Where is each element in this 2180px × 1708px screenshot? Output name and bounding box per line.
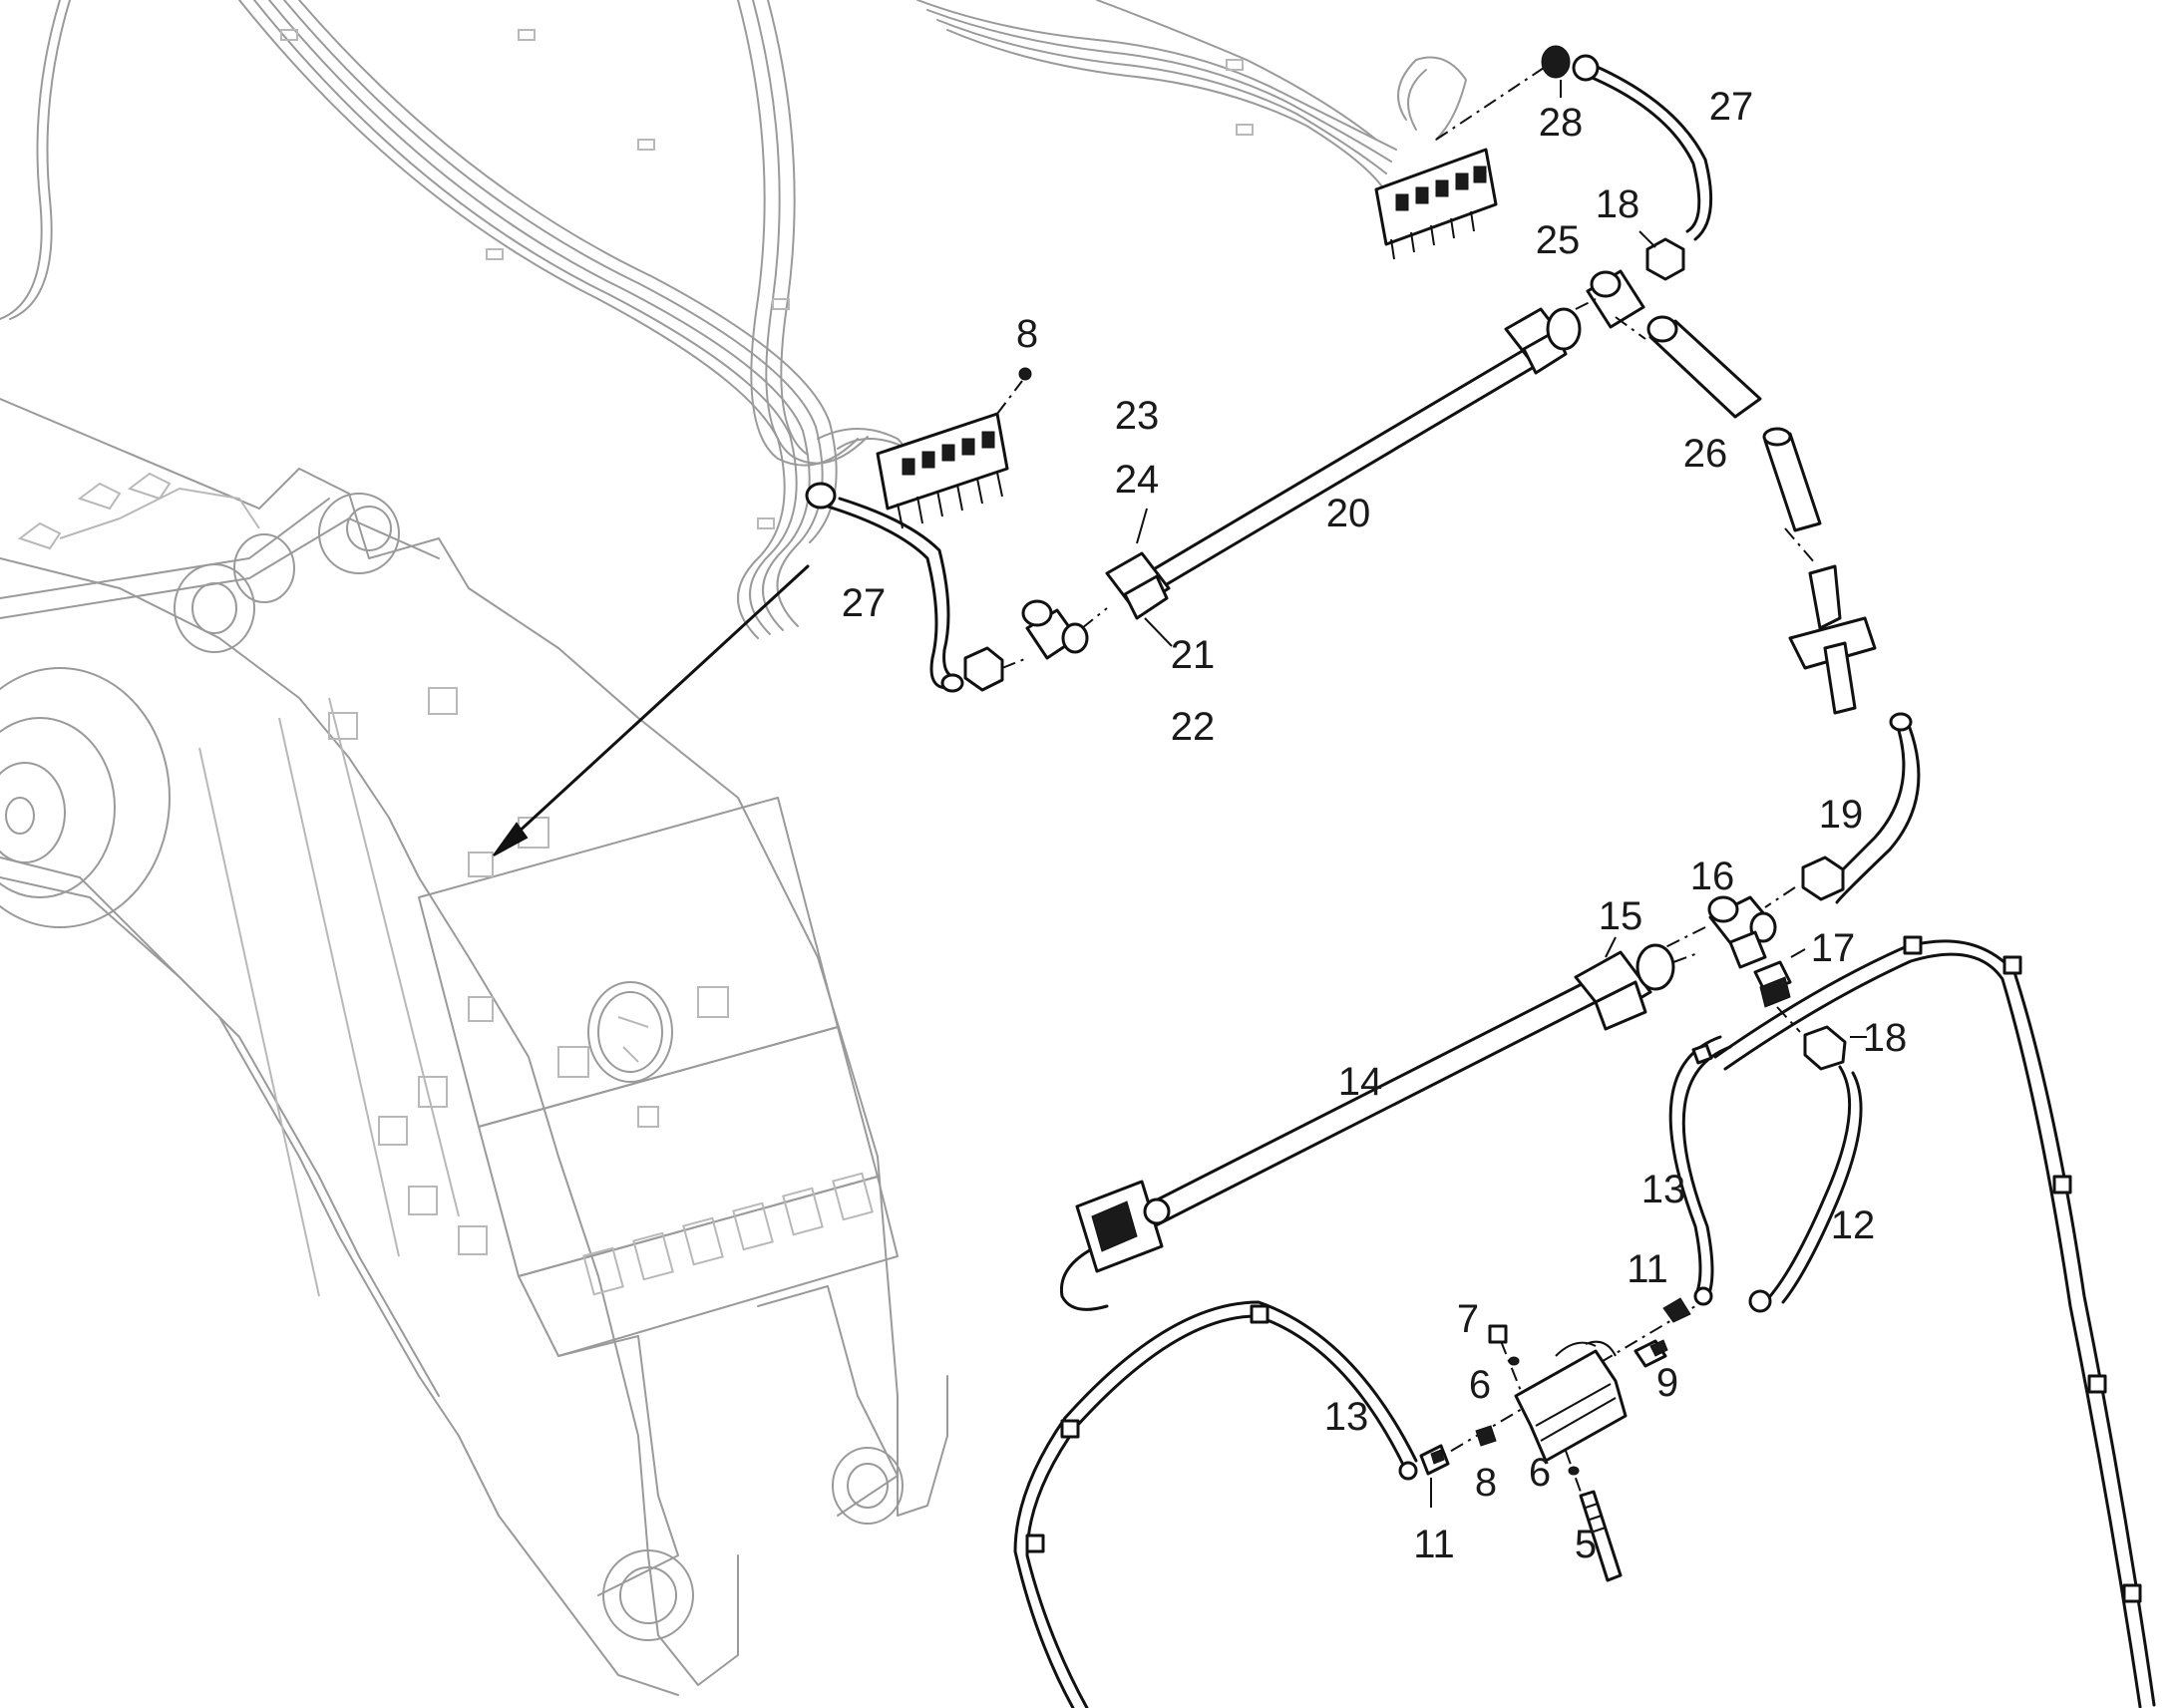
callout-label: 7 xyxy=(1457,1297,1479,1341)
hose-19 xyxy=(1764,564,1921,908)
hose-13-lower xyxy=(1013,1300,1418,1708)
callout-label: 19 xyxy=(1819,793,1864,837)
callout-label: 21 xyxy=(1171,633,1216,677)
plug-8-lower xyxy=(1475,1425,1497,1447)
pipe-20 xyxy=(1105,307,1582,620)
callout-label: 14 xyxy=(1338,1060,1383,1104)
pin-7 xyxy=(1488,1324,1508,1344)
long-hose-right xyxy=(1713,935,2156,1708)
callout-label: 27 xyxy=(842,581,887,625)
callout-label: 8 xyxy=(1016,312,1038,356)
fitting-11-upper xyxy=(1662,1297,1691,1323)
callout-label: 23 xyxy=(1115,394,1160,438)
callout-label: 13 xyxy=(1324,1395,1369,1439)
washer-6-upper xyxy=(1508,1356,1520,1366)
callout-label: 6 xyxy=(1469,1363,1491,1407)
plug-8-upper xyxy=(1018,367,1032,381)
tee-16 xyxy=(1664,895,1777,969)
hose-12 xyxy=(1748,1065,1863,1313)
callout-label: 18 xyxy=(1596,182,1640,226)
callout-label: 27 xyxy=(1709,85,1754,129)
detail-arrow xyxy=(493,564,810,856)
bottom-valve-block xyxy=(1419,1297,1696,1582)
callout-label: 22 xyxy=(1171,705,1216,749)
callout-label: 5 xyxy=(1575,1523,1597,1566)
callout-labels: 8 23 24 27 21 22 20 28 27 25 18 26 19 16… xyxy=(842,85,1908,1566)
callout-label: 13 xyxy=(1641,1168,1686,1211)
hose-27-left xyxy=(805,482,1108,693)
nut-19 xyxy=(1801,855,1845,901)
callout-label: 9 xyxy=(1656,1361,1678,1405)
plug-28 xyxy=(1541,45,1571,79)
nut-18-upper xyxy=(1645,237,1685,281)
callout-label: 18 xyxy=(1863,1016,1908,1060)
upper-right-manifold-block xyxy=(1374,45,1571,260)
clamp-19 xyxy=(1788,616,1877,670)
callout-label: 26 xyxy=(1683,432,1728,476)
boom-structure xyxy=(0,398,948,1696)
sleeve-26 xyxy=(1646,315,1822,564)
hose-13-upper xyxy=(1668,1035,1732,1306)
callout-label: 16 xyxy=(1690,854,1735,898)
hose-27-right xyxy=(1572,54,1713,340)
washer-6-lower xyxy=(1568,1466,1580,1476)
nut-left xyxy=(963,646,1004,692)
leader-lines xyxy=(1136,80,1867,1508)
callout-label: 17 xyxy=(1811,926,1856,970)
hose-harness-background xyxy=(0,0,1467,639)
callout-label: 15 xyxy=(1599,894,1643,938)
callout-label: 24 xyxy=(1115,458,1160,502)
adapter-17 xyxy=(1753,960,1801,1033)
callout-label: 12 xyxy=(1831,1203,1876,1247)
callout-label: 11 xyxy=(1627,1247,1668,1291)
upper-left-manifold-block xyxy=(876,367,1032,529)
callout-label: 20 xyxy=(1326,492,1371,535)
callout-label: 28 xyxy=(1539,101,1584,145)
bolt-5 xyxy=(1579,1490,1623,1582)
pipe-14 xyxy=(1059,943,1701,1311)
callout-label: 25 xyxy=(1536,218,1581,262)
callout-label: 8 xyxy=(1475,1461,1497,1505)
nut-18-lower xyxy=(1803,1025,1847,1071)
callout-label: 11 xyxy=(1413,1523,1455,1566)
callout-label: 6 xyxy=(1529,1451,1551,1495)
